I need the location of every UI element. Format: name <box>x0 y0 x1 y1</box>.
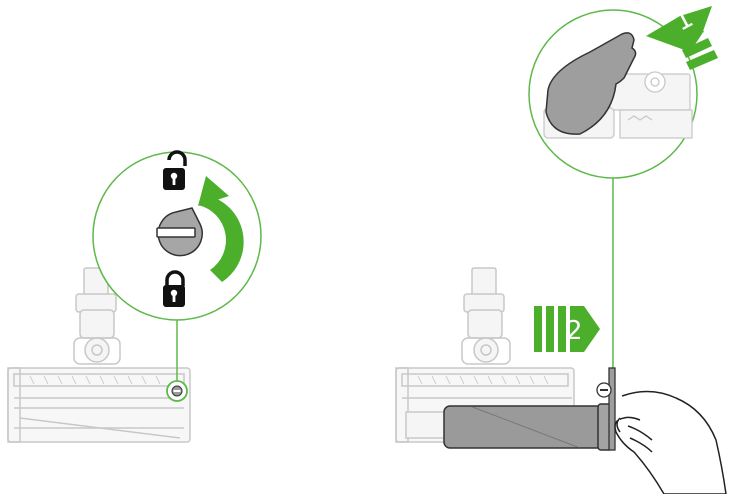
bristle-marks-right <box>417 375 549 385</box>
end-cap-detached-icon <box>545 32 637 135</box>
cleaner-neck-right <box>461 267 511 365</box>
step-2-number: 2 <box>566 316 583 346</box>
end-cap-lock-left <box>166 380 188 402</box>
lock-callout-circle <box>92 150 262 321</box>
locked-padlock-icon <box>163 270 185 307</box>
end-cap-knob-icon <box>156 207 203 257</box>
end-cap-plate <box>596 367 616 451</box>
push-direction-arrow-icon <box>534 306 600 352</box>
cleaner-head-left <box>7 367 191 443</box>
pull-direction-arrow-icon <box>646 6 718 70</box>
hand-illustration <box>614 390 727 494</box>
cleaner-neck-left <box>73 267 121 365</box>
right-panel: 1 <box>395 3 727 494</box>
step-1-arrow: 1 <box>646 3 718 70</box>
step-2-arrow: 2 <box>534 306 600 352</box>
unlocked-padlock-icon <box>163 150 187 190</box>
clockwise-arrow-icon <box>198 176 244 282</box>
roller-release-callout-circle <box>528 9 698 179</box>
bristle-marks-left <box>29 375 161 385</box>
left-panel <box>7 150 262 443</box>
